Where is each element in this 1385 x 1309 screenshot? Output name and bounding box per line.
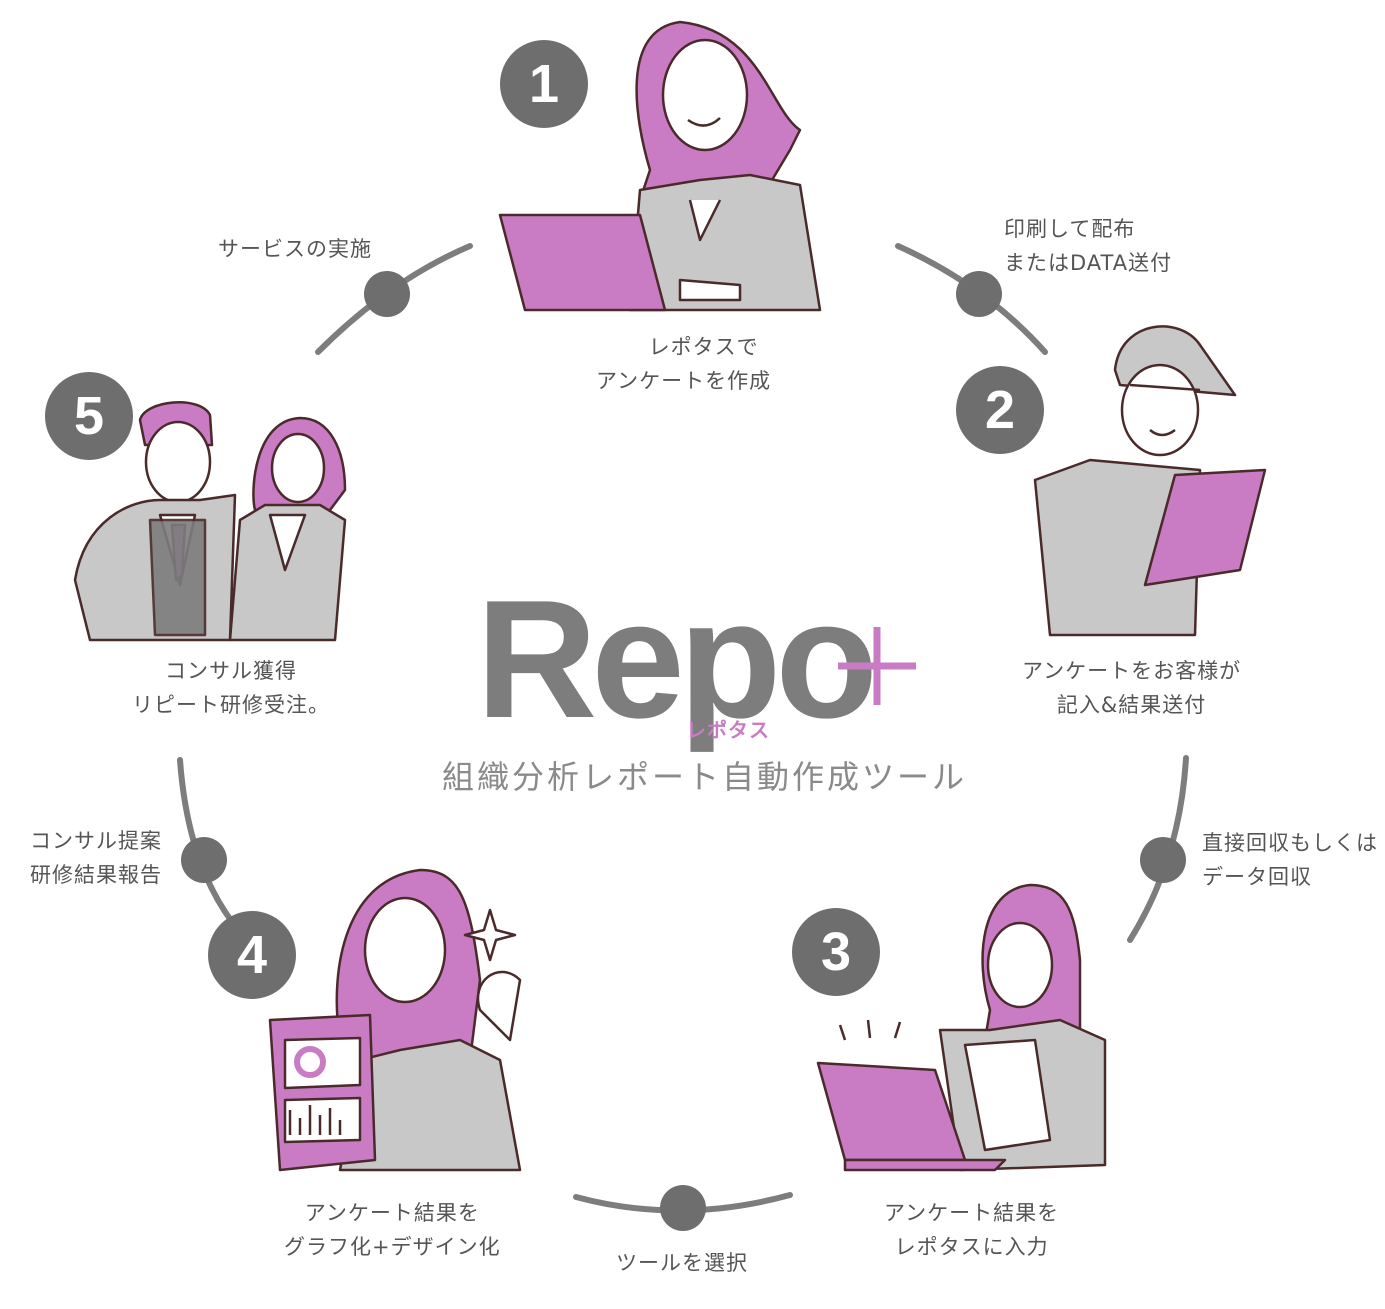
- illustration-worker-clipboard: [1033, 325, 1267, 637]
- transition-3-4-line-1: ツールを選択: [616, 1251, 748, 1275]
- step-5-number: 5: [45, 372, 133, 460]
- step-3-line-1: アンケート結果を: [884, 1201, 1060, 1225]
- transition-4-5-label: コンサル提案 研修結果報告: [30, 824, 162, 892]
- transition-1-2-line-1: 印刷して配布: [1004, 217, 1136, 241]
- step-4-label: アンケート結果を グラフ化+デザイン化: [284, 1196, 501, 1264]
- step-2-line-2: 記入&結果送付: [1056, 693, 1207, 717]
- step-3-line-2: レポタスに入力: [894, 1235, 1049, 1259]
- step-2-label: アンケートをお客様が 記入&結果送付: [1022, 654, 1241, 722]
- step-3-label: アンケート結果を レポタスに入力: [884, 1196, 1059, 1264]
- arc-dot-3-4: [660, 1185, 706, 1231]
- transition-4-5-line-1: コンサル提案: [30, 829, 162, 853]
- arc-dot-2-3: [1140, 837, 1186, 883]
- step-2-number: 2: [956, 366, 1044, 454]
- step-4-line-2: グラフ化+デザイン化: [284, 1235, 501, 1259]
- transition-2-3-line-1: 直接回収もしくは: [1202, 831, 1378, 855]
- transition-5-1-line-1: サービスの実施: [218, 237, 372, 261]
- arc-dot-5-1: [364, 271, 410, 317]
- transition-2-3-line-2: データ回収: [1202, 865, 1312, 889]
- step-3-number: 3: [792, 908, 880, 996]
- step-5-label: コンサル獲得 リピート研修受注。: [132, 654, 330, 722]
- step-1-line-2: アンケートを作成: [596, 369, 772, 393]
- transition-2-3-label: 直接回収もしくは データ回収: [1202, 826, 1378, 894]
- logo-kana: レポタス: [686, 718, 770, 742]
- step-1-number: 1: [500, 40, 588, 128]
- logo-plus-icon: [838, 627, 916, 705]
- step-4-line-1: アンケート結果を: [304, 1201, 480, 1225]
- step-1-line-1: レポタスで: [648, 335, 759, 359]
- step-2-line-1: アンケートをお客様が: [1022, 659, 1242, 683]
- illustration-woman-input: [816, 883, 1107, 1172]
- illustration-woman-laptop: [498, 20, 822, 312]
- arc-dot-1-2: [956, 271, 1002, 317]
- transition-5-1-label: サービスの実施: [218, 232, 372, 266]
- illustration-team: [73, 401, 347, 642]
- step-5-line-1: コンサル獲得: [165, 659, 297, 683]
- transition-3-4-label: ツールを選択: [616, 1246, 748, 1280]
- transition-1-2-label: 印刷して配布 またはDATA送付: [1004, 212, 1172, 280]
- illustration-woman-report: [268, 868, 522, 1172]
- transition-4-5-line-2: 研修結果報告: [30, 863, 162, 887]
- step-4-number: 4: [208, 911, 296, 999]
- step-5-line-2: リピート研修受注。: [132, 693, 330, 717]
- logo-tagline: 組織分析レポート自動作成ツール: [442, 758, 968, 796]
- transition-1-2-line-2: またはDATA送付: [1004, 251, 1173, 275]
- arc-dot-4-5: [181, 837, 227, 883]
- step-1-label: レポタスで アンケートを作成: [596, 330, 771, 398]
- logo-wordmark: Repo: [476, 565, 878, 753]
